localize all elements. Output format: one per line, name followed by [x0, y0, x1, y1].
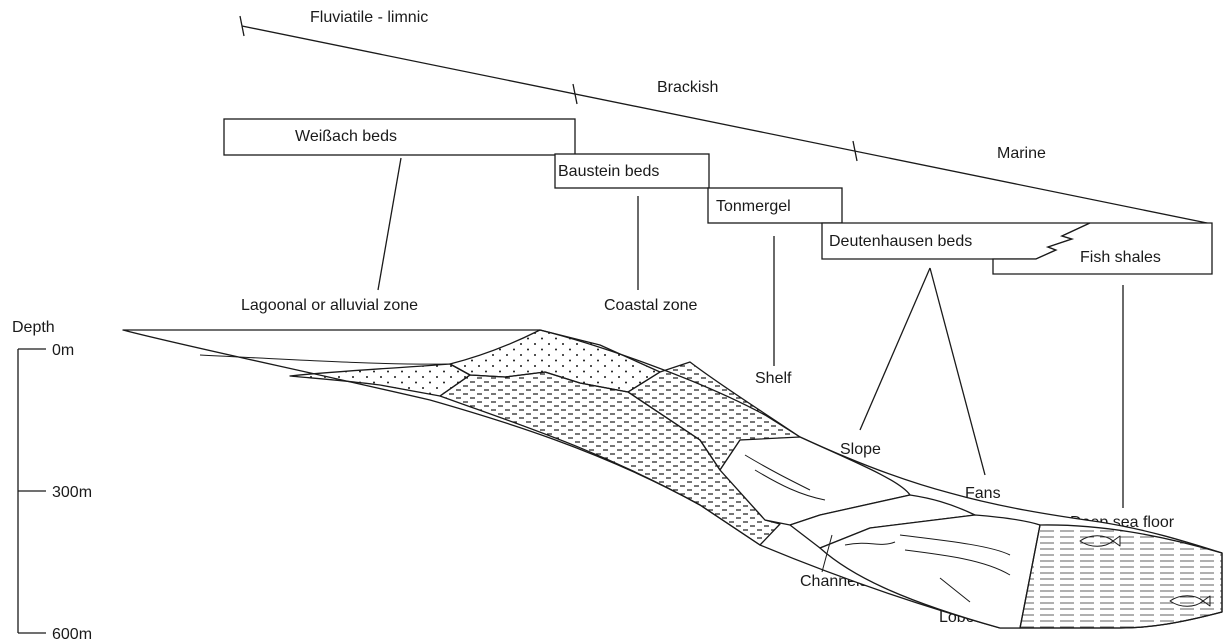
zone-lagoonal-label: Lagoonal or alluvial zone — [241, 297, 418, 314]
label-fluviatile: Fluviatile - limnic — [310, 9, 428, 26]
depth-scale — [18, 349, 46, 633]
zone-slope-label: Slope — [840, 441, 881, 458]
connector-weissach — [378, 158, 401, 290]
formation-deutenhausen-label: Deutenhausen beds — [829, 233, 972, 250]
label-brackish: Brackish — [657, 79, 718, 96]
formation-fish-shales-label: Fish shales — [1080, 249, 1161, 266]
formation-tonmergel-label: Tonmergel — [716, 198, 791, 215]
connector-fans — [930, 268, 985, 475]
formation-weissach-label: Weißach beds — [295, 128, 397, 145]
depth-label-600m: 600m — [52, 626, 92, 640]
label-marine: Marine — [997, 145, 1046, 162]
zone-shelf-label: Shelf — [755, 370, 792, 387]
formation-baustein-label: Baustein beds — [558, 163, 659, 180]
depth-label-0m: 0m — [52, 342, 74, 359]
depth-label-300m: 300m — [52, 484, 92, 501]
zone-coastal-label: Coastal zone — [604, 297, 697, 314]
box-weissach — [224, 119, 575, 155]
connector-slope — [860, 268, 930, 430]
cross-section — [123, 330, 1222, 628]
depth-title: Depth — [12, 319, 55, 336]
deep-sea-body — [1020, 525, 1222, 628]
